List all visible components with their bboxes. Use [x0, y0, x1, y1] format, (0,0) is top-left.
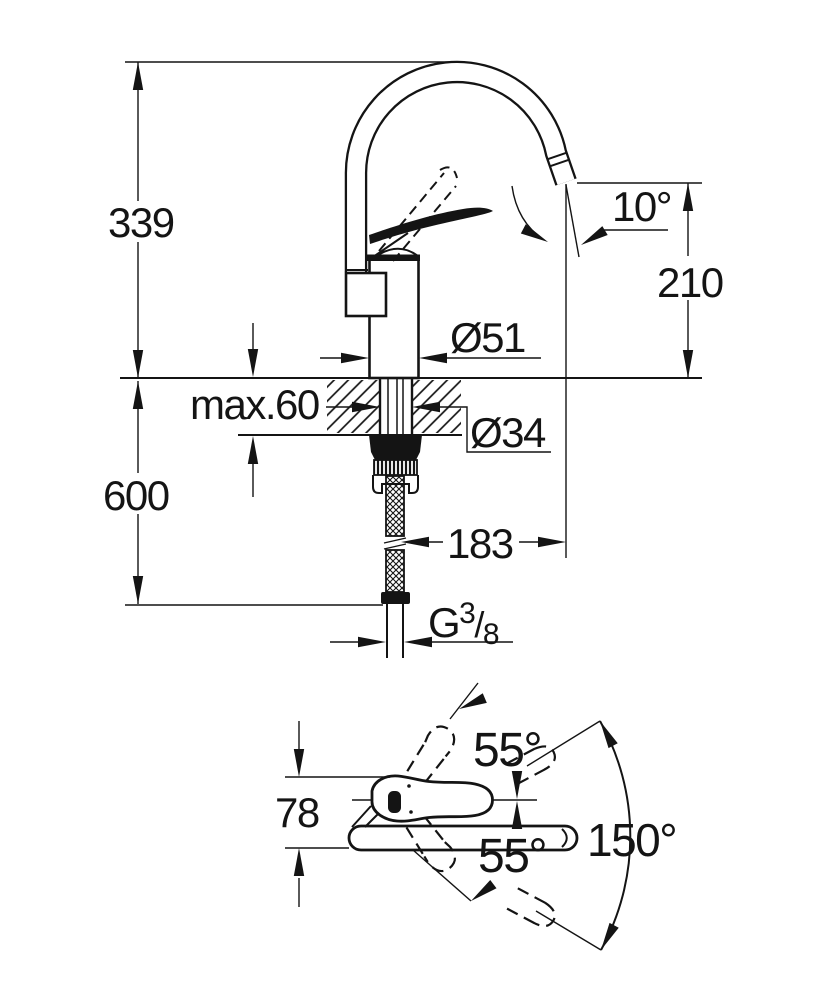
mounting-shank — [378, 378, 414, 435]
dim-thread: G3/8 — [330, 597, 513, 651]
dim-outlet-angle-label: 10° — [612, 183, 671, 230]
handle-dot-bottom — [409, 810, 413, 814]
side-view: 339 600 max.60 Ø51 Ø34 — [103, 60, 724, 658]
dim-faucet-depth-label: 78 — [275, 789, 319, 836]
thread-prefix: G — [428, 599, 459, 646]
hose-break-marks — [383, 537, 407, 550]
handle-lever — [369, 207, 493, 244]
dim-deck-thickness: max.60 — [190, 323, 320, 497]
aerator-band — [546, 151, 571, 168]
handle-plan — [370, 774, 494, 823]
dim-outlet-angle: 10° — [511, 183, 673, 558]
spout-plan-end-arc — [561, 828, 568, 848]
plan-view: 78 55° 55° 150° — [275, 682, 678, 953]
handle-raised-dashed — [378, 166, 458, 262]
dim-body-diameter: Ø51 — [320, 314, 541, 364]
thread-numerator: 3 — [459, 597, 475, 630]
handle-base-dome — [372, 232, 419, 258]
body-top-joint — [366, 254, 420, 261]
dim-lever-swing-upper: 55° — [449, 682, 543, 799]
dim-deck-thickness-label: max.60 — [190, 381, 319, 428]
hose-end-fitting — [381, 592, 410, 604]
supply-pipe — [386, 604, 404, 658]
handle-dot-top — [407, 784, 411, 788]
dim-thread-label: G3/8 — [428, 597, 499, 651]
thread-denominator: 8 — [483, 618, 499, 651]
dim-hose-length: 600 — [103, 381, 383, 606]
dim-swivel-range: 150° — [526, 718, 678, 953]
dim-faucet-depth: 78 — [275, 721, 390, 907]
dim-hole-diameter: Ø34 — [326, 401, 551, 456]
supply-hose — [381, 475, 410, 658]
dim-swivel-range-label: 150° — [587, 814, 676, 866]
handle-ghost-upper — [406, 725, 456, 784]
dim-lever-swing-lower: 55° — [412, 801, 548, 906]
dim-overall-height-label: 339 — [108, 199, 174, 246]
knurl-ring — [373, 459, 418, 476]
outlet-stream-line — [565, 184, 580, 258]
cartridge-block — [344, 271, 388, 318]
dim-outlet-height-label: 210 — [657, 259, 723, 306]
dim-lever-swing-lower-label: 55° — [478, 830, 546, 883]
dim-overall-height: 339 — [108, 62, 175, 378]
dim-outlet-height: 210 — [577, 182, 724, 378]
dim-hose-length-label: 600 — [103, 472, 169, 519]
dim-spout-projection: 183 — [401, 520, 566, 567]
handle-slot — [388, 791, 401, 813]
spout-ghost-upper — [506, 745, 556, 785]
dim-body-diameter-label: Ø51 — [450, 314, 525, 361]
dim-spout-projection-label: 183 — [447, 520, 513, 567]
spout-ghost-lower — [506, 887, 556, 928]
spout-tube — [344, 60, 577, 272]
dim-hole-diameter-label: Ø34 — [470, 409, 546, 456]
spout-plan — [347, 824, 579, 852]
body-wedge-lines — [351, 805, 379, 828]
thread-slash: / — [474, 604, 484, 645]
dim-lever-swing-upper-label: 55° — [473, 724, 541, 777]
mounting-nut — [369, 435, 422, 460]
